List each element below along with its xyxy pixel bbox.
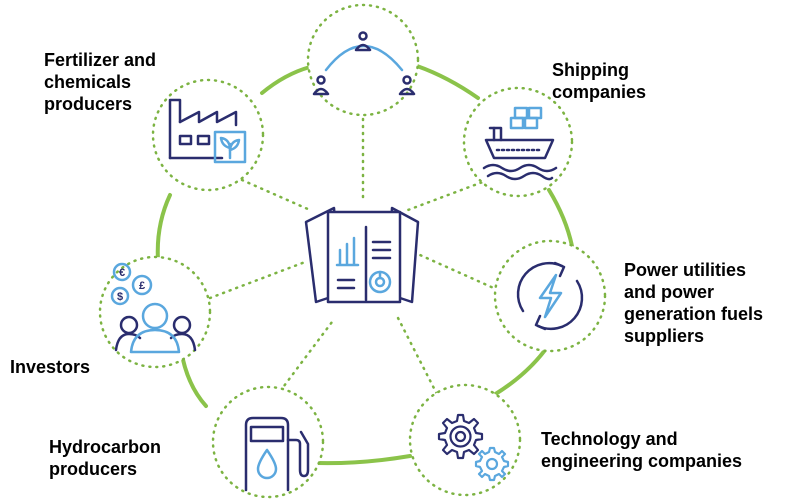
label-hydrocarbon: Hydrocarbon producers [49,436,161,480]
label-shipping: Shipping companies [552,59,646,103]
lightning-cycle-icon [516,261,584,331]
label-line: producers [49,459,138,479]
people-network-icon [312,31,416,96]
report-documents-icon [304,206,420,304]
label-line: engineering companies [541,451,743,471]
label-line: Fertilizer and [44,50,157,70]
svg-text:$: $ [117,291,123,303]
label-line: chemicals [44,72,132,92]
label-investors: Investors [10,356,90,378]
label-line: Technology and [541,429,678,449]
svg-text:£: £ [139,280,145,292]
cargo-ship-icon [482,106,558,181]
svg-text:€: € [119,267,125,279]
label-technology: Technology and engineering companies [541,428,742,472]
label-fertilizer: Fertilizer and chemicals producers [44,49,156,115]
label-power: Power utilities and power generation fue… [624,259,763,347]
label-line: Hydrocarbon [49,437,162,457]
label-line: Shipping [552,60,629,80]
label-line: companies [552,82,647,102]
gears-icon [437,413,510,482]
label-line: Power utilities [624,260,747,280]
label-line: producers [44,94,133,114]
node-circles [98,3,607,499]
label-line: suppliers [624,326,705,346]
label-line: Investors [10,357,91,377]
fuel-pump-icon [244,416,310,492]
investors-currency-icon: € £ $ [110,262,197,354]
factory-icon [168,98,247,164]
label-line: generation fuels [624,304,764,324]
label-line: and power [624,282,715,302]
connector-lines [208,96,500,404]
